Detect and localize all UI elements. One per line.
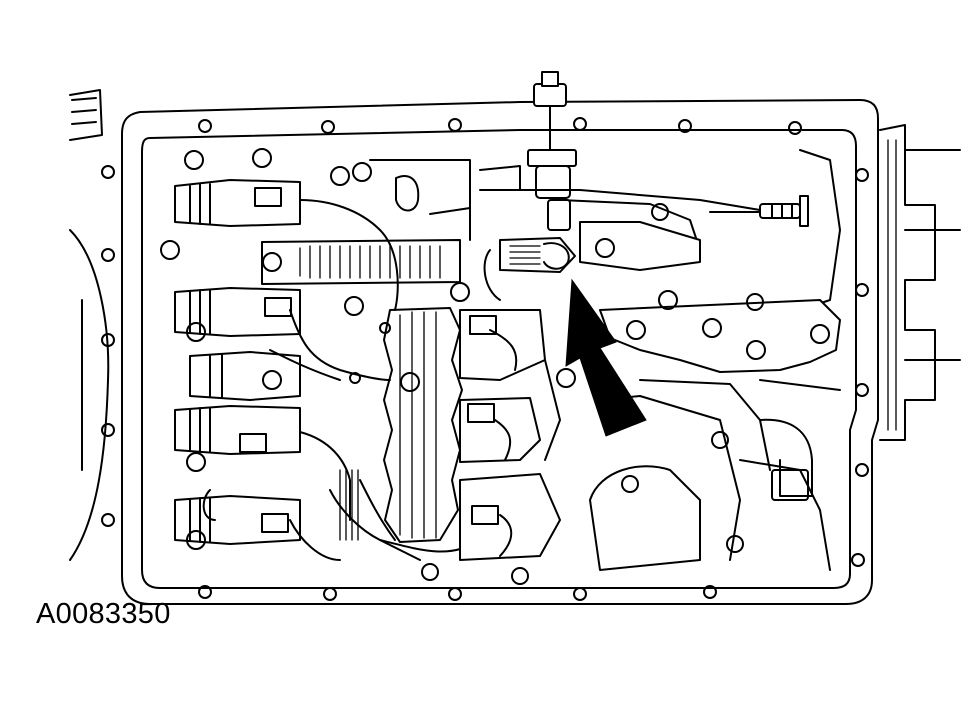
flange-bolts xyxy=(101,117,869,601)
arrow-pointer-icon xyxy=(565,278,647,437)
coil-spring xyxy=(261,239,461,285)
left-housing xyxy=(69,89,110,561)
upper-bracket xyxy=(369,159,521,241)
valve-body-bolts xyxy=(160,148,576,585)
figure-label: A0083350 xyxy=(36,598,171,630)
electrical-connector xyxy=(483,237,576,301)
solenoids-center xyxy=(459,309,561,561)
right-case xyxy=(759,124,961,501)
solenoids-left xyxy=(174,179,301,545)
valve-body-right xyxy=(589,290,841,571)
wiring-harness xyxy=(202,199,481,561)
manual-linkage xyxy=(479,71,841,311)
pan-flange xyxy=(121,99,879,605)
